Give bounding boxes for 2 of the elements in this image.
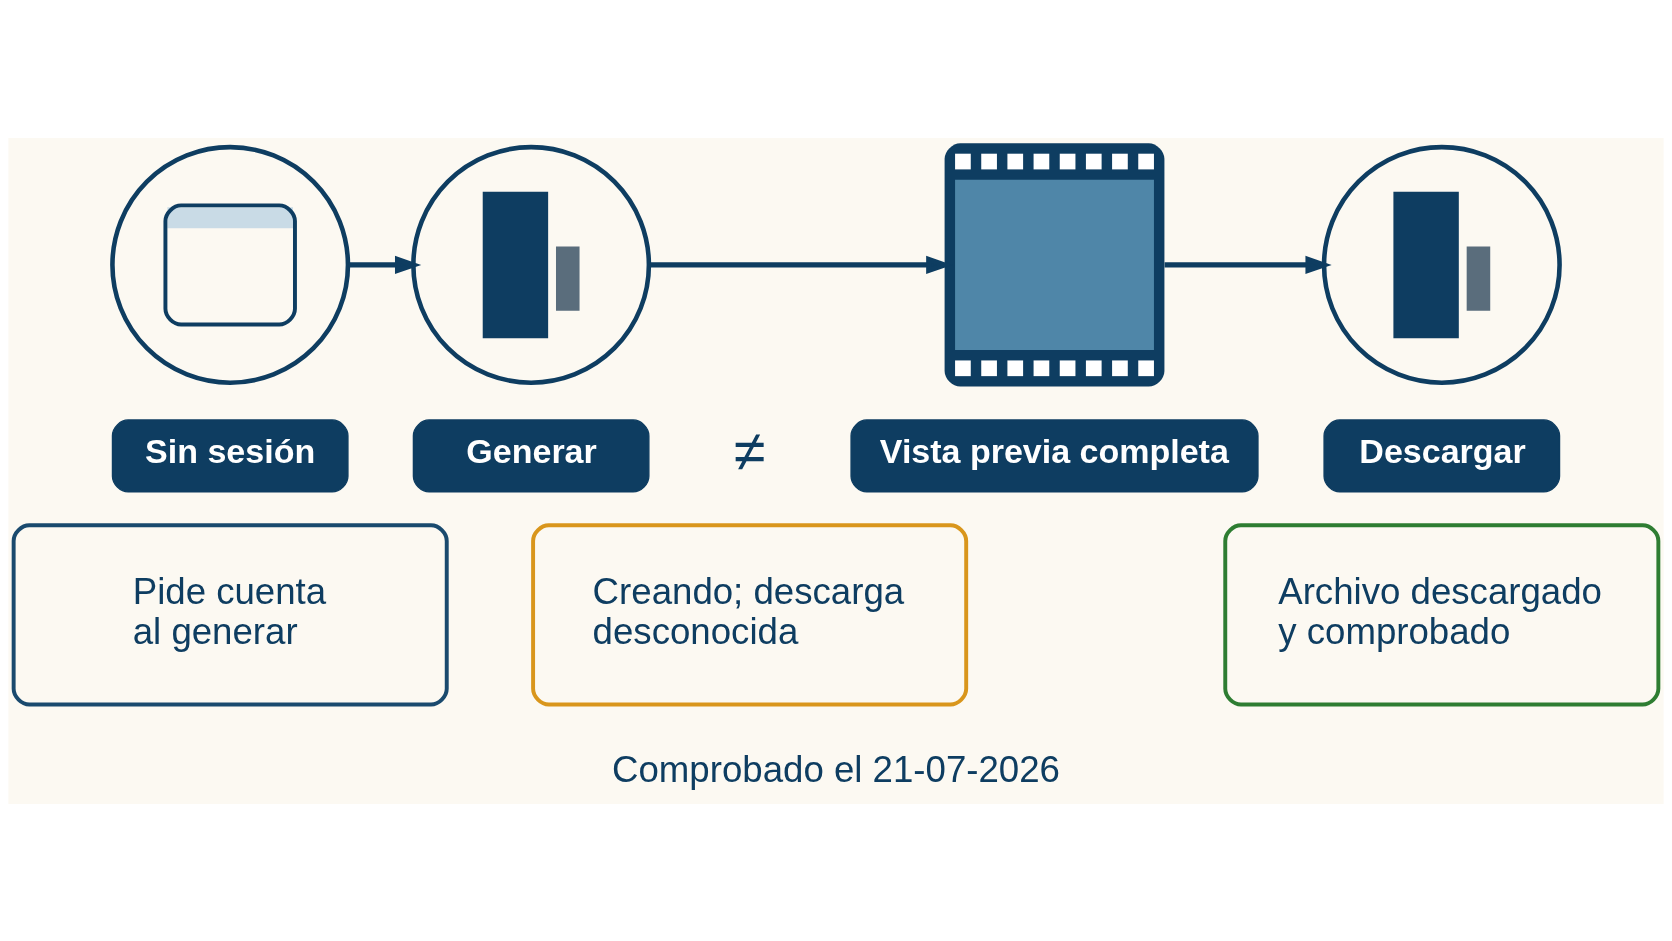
caption: Comprobado el 21-07-2026 bbox=[612, 748, 1060, 790]
label: ≠ bbox=[733, 418, 766, 483]
